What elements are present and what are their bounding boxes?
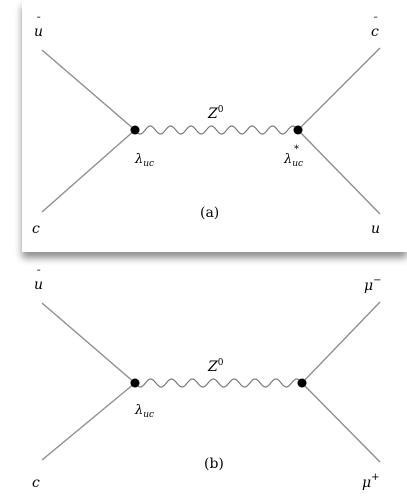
- line-b-top-right: [301, 301, 381, 384]
- bar-a-top-left: ¯: [35, 15, 41, 28]
- label-b-bottom-left: c: [32, 475, 40, 491]
- line-a-bottom-left: [41, 129, 136, 213]
- boson-wave-b: [134, 378, 303, 388]
- coupling-a-right-star: *: [294, 144, 299, 155]
- label-b-top-left: u: [34, 277, 43, 293]
- label-a-top-right: c: [371, 24, 379, 40]
- label-b-bottom-right: μ+: [362, 472, 380, 491]
- vertex-a-right: [293, 125, 303, 135]
- line-a-top-left: [41, 49, 136, 131]
- coupling-b-left: λuc: [134, 403, 154, 420]
- caption-b: (b): [204, 456, 224, 472]
- panel-a-background: [22, 0, 407, 252]
- label-a-top-left: u: [34, 24, 43, 40]
- diagram-b: u ¯ c μ− μ+ Z0 λuc (b): [32, 268, 382, 491]
- boson-label-a: Z0: [207, 105, 224, 122]
- label-a-bottom-left: c: [32, 221, 40, 237]
- line-a-top-right: [297, 47, 381, 131]
- coupling-a-right: λuc: [283, 152, 303, 169]
- line-b-bottom-left: [41, 382, 136, 461]
- boson-wave-a: [134, 125, 299, 135]
- vertex-b-left: [130, 378, 140, 388]
- line-a-bottom-right: [297, 129, 381, 215]
- label-a-bottom-right: u: [371, 221, 380, 237]
- boson-label-b: Z0: [207, 358, 224, 375]
- line-b-bottom-right: [301, 382, 381, 463]
- caption-a: (a): [200, 205, 219, 221]
- label-b-top-right: μ−: [364, 275, 382, 294]
- bar-a-top-right: ¯: [372, 15, 378, 28]
- vertex-b-right: [297, 378, 307, 388]
- vertex-a-left: [130, 125, 140, 135]
- line-b-top-left: [41, 302, 136, 384]
- diagram-a: u ¯ c c ¯ u Z0 λuc λuc * (a): [22, 0, 407, 252]
- bar-b-top-left: ¯: [35, 268, 41, 281]
- coupling-a-left: λuc: [134, 152, 154, 169]
